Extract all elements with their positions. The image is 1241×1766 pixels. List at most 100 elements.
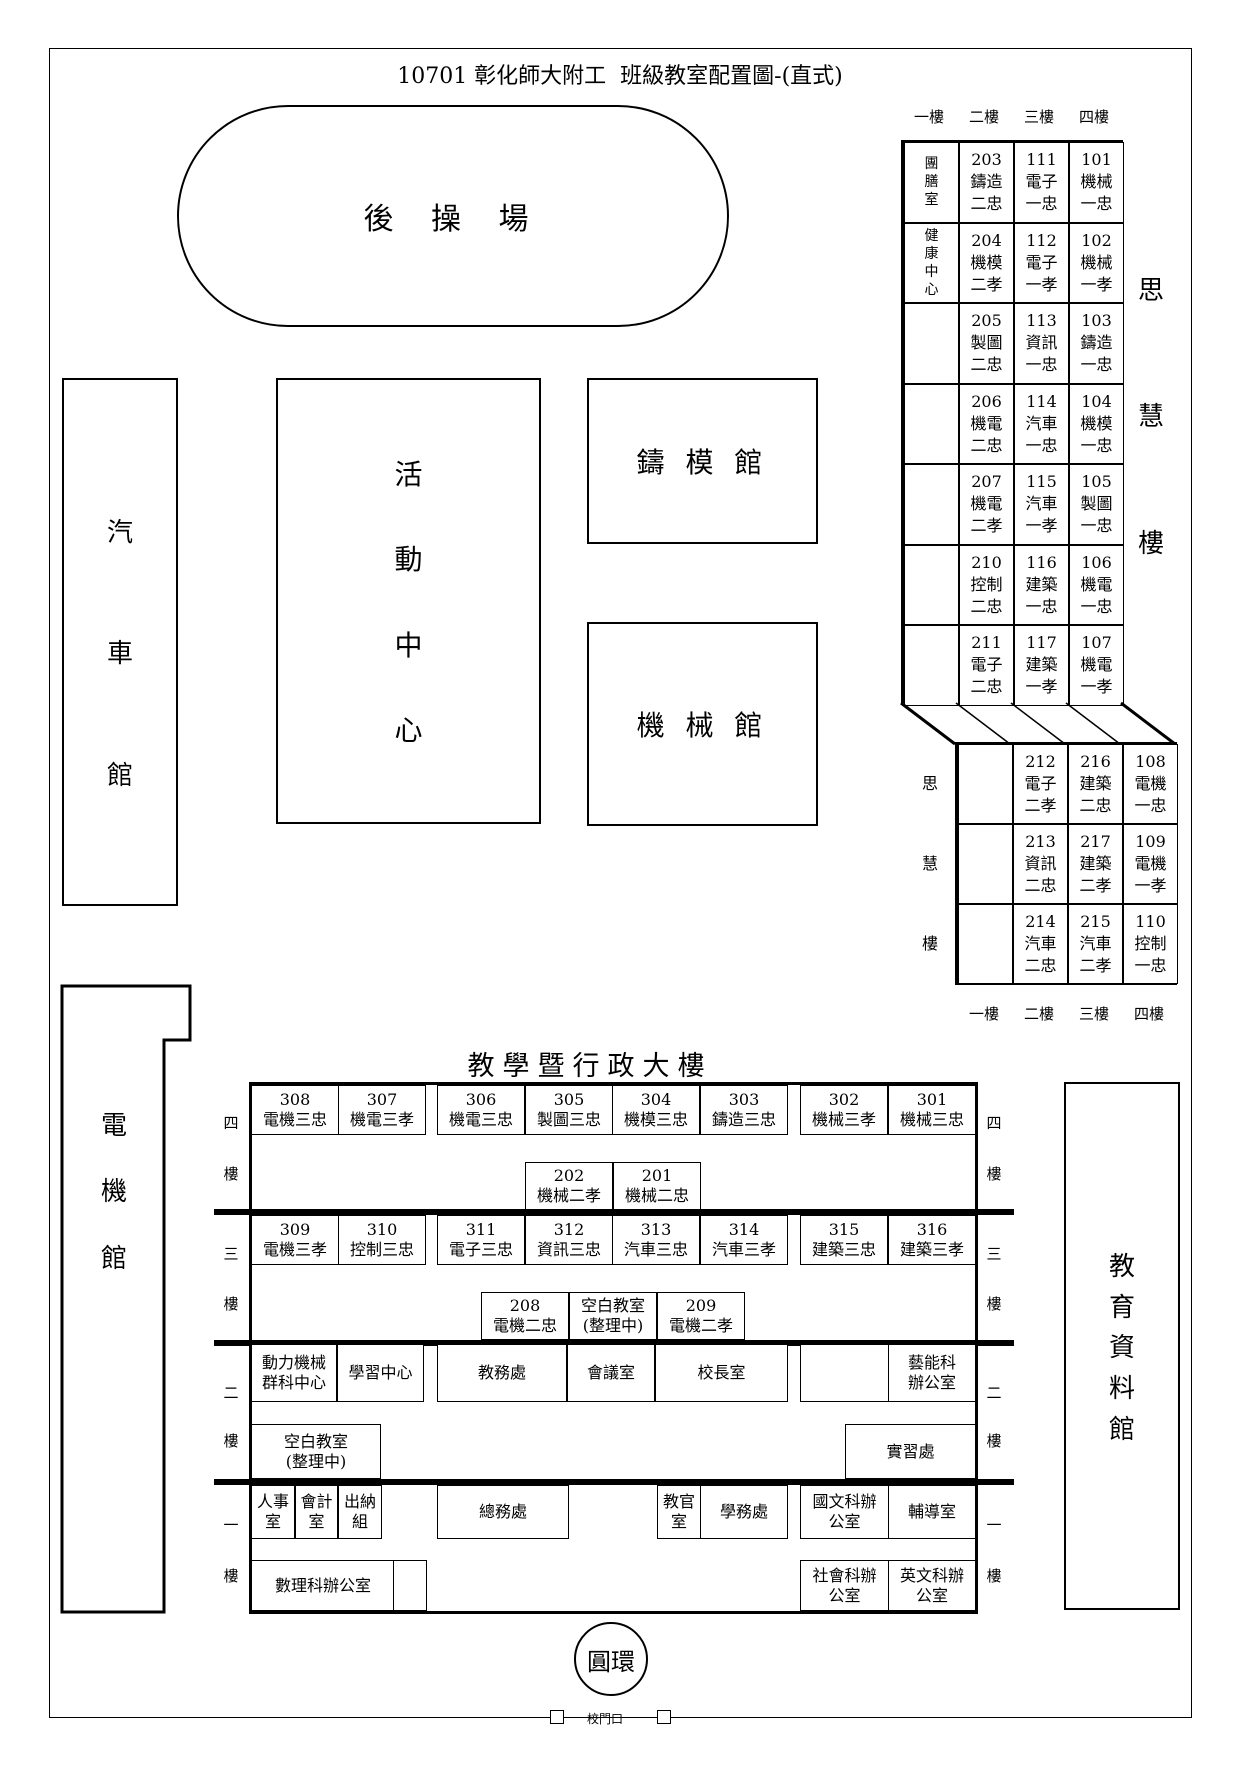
mechanical-hall: 機 械 館 <box>587 622 818 826</box>
floor-label-right: 樓 <box>986 1431 1002 1450</box>
room-label: 203 <box>971 150 1002 170</box>
room-label: 電機三孝 <box>262 1240 327 1259</box>
room-label: 鑄造 <box>970 172 1003 192</box>
sihui-room-floor1 <box>904 625 959 706</box>
room-label: 數理科辦公室 <box>274 1575 371 1595</box>
room-label: 一孝 <box>1080 677 1113 697</box>
room-label: 201 <box>641 1166 673 1185</box>
roundabout: 圓環 <box>574 1622 648 1696</box>
room-label: 公室 <box>915 1585 948 1605</box>
room-label: 109 <box>1135 832 1166 851</box>
room-label: (整理中) <box>285 1451 347 1471</box>
room-label: 一忠 <box>1080 194 1113 214</box>
room-label: 辦公室 <box>907 1373 956 1392</box>
auto-hall-char: 汽 <box>106 518 133 549</box>
room-general-affairs: 總務處 <box>437 1485 569 1539</box>
room-label: 團膳室 <box>924 156 939 209</box>
sihui-lower-char: 思 <box>921 774 938 793</box>
room-chinese-office: 國文科辦 公室 <box>800 1485 889 1539</box>
room-label: 一忠 <box>1080 435 1113 455</box>
room-power-machinery-center: 動力機械 群科中心 <box>251 1344 337 1402</box>
upper-col-header: 四樓 <box>1078 108 1109 126</box>
room-label: 202 <box>553 1166 585 1185</box>
floor-label-left: 四 <box>223 1113 239 1132</box>
activity-center-char: 心 <box>394 714 423 748</box>
room-label: 210 <box>971 552 1002 572</box>
electric-hall-outline <box>60 984 192 1614</box>
room-academic-affairs: 教務處 <box>437 1344 567 1402</box>
room-label: 307 <box>366 1090 398 1109</box>
room-blank-f2-right <box>800 1344 890 1402</box>
upper-col-header: 二樓 <box>968 108 999 126</box>
admin-building <box>249 1082 978 1614</box>
room-label: 一孝 <box>1025 677 1058 697</box>
room-label: 電子 <box>1025 172 1058 192</box>
room-label: 310 <box>366 1220 398 1239</box>
floor-label-left: 一 <box>223 1515 239 1534</box>
room-label: 212 <box>1025 752 1056 771</box>
mold-hall-label: 鑄 模 館 <box>636 446 769 479</box>
room-label: 311 <box>465 1220 497 1239</box>
room-label: 105 <box>1081 472 1112 492</box>
room-label: 一忠 <box>1080 596 1113 616</box>
edu-hall-char: 料 <box>1108 1374 1135 1405</box>
room-label: 鑄造 <box>1080 333 1113 353</box>
room-label: 316 <box>916 1220 948 1239</box>
room-label: 301 <box>916 1090 948 1109</box>
electric-hall-char: 電 <box>100 1110 127 1141</box>
sihui-room-empty <box>958 824 1013 904</box>
room-label: 214 <box>1025 912 1056 931</box>
room-label: 電子 <box>1024 774 1057 793</box>
back-field: 後 操 場 <box>177 105 729 327</box>
room-label: 308 <box>279 1090 311 1109</box>
room-label: 一忠 <box>1080 516 1113 536</box>
sihui-room-floor1: 健康中心 <box>904 222 959 303</box>
room-label: 二忠 <box>970 435 1003 455</box>
sihui-room-floor1 <box>904 383 959 464</box>
room-label: 製圖三忠 <box>536 1110 601 1129</box>
education-resource-hall: 教 育 資 料 館 <box>1064 1082 1180 1610</box>
room-label: 111 <box>1026 150 1057 170</box>
room-label: 人事 <box>256 1492 289 1511</box>
room-label: 110 <box>1135 912 1166 931</box>
room-label: 學務處 <box>719 1502 768 1521</box>
room-label: 機模三忠 <box>623 1110 688 1129</box>
room-label: 103 <box>1081 311 1112 331</box>
electric-hall-char: 機 <box>100 1177 127 1208</box>
room-label: 建築 <box>1025 655 1058 675</box>
room-label: 英文科辦 <box>899 1565 964 1585</box>
room-small-f1 <box>393 1560 427 1611</box>
room-label: 102 <box>1081 230 1112 250</box>
room-label: 314 <box>728 1220 760 1239</box>
room-label: 一孝 <box>1080 274 1113 294</box>
room-label: 機械三孝 <box>811 1110 876 1129</box>
room-label: 總務處 <box>478 1502 527 1521</box>
room-label: 一忠 <box>1025 596 1058 616</box>
room-label: 209 <box>685 1296 717 1315</box>
room-label: 306 <box>465 1090 497 1109</box>
room-label: 一孝 <box>1025 274 1058 294</box>
sihui-room-floor1 <box>904 303 959 384</box>
classroom-floor3-mid: 空白教室(整理中) <box>569 1292 657 1340</box>
room-label: 電子三忠 <box>448 1240 513 1259</box>
room-principal: 校長室 <box>655 1344 788 1402</box>
room-label: 公室 <box>828 1512 861 1531</box>
room-label: 215 <box>1080 912 1111 931</box>
room-label: 312 <box>553 1220 585 1239</box>
room-label: 建築三孝 <box>899 1240 964 1259</box>
room-label: 208 <box>509 1296 541 1315</box>
room-label: 315 <box>828 1220 860 1239</box>
